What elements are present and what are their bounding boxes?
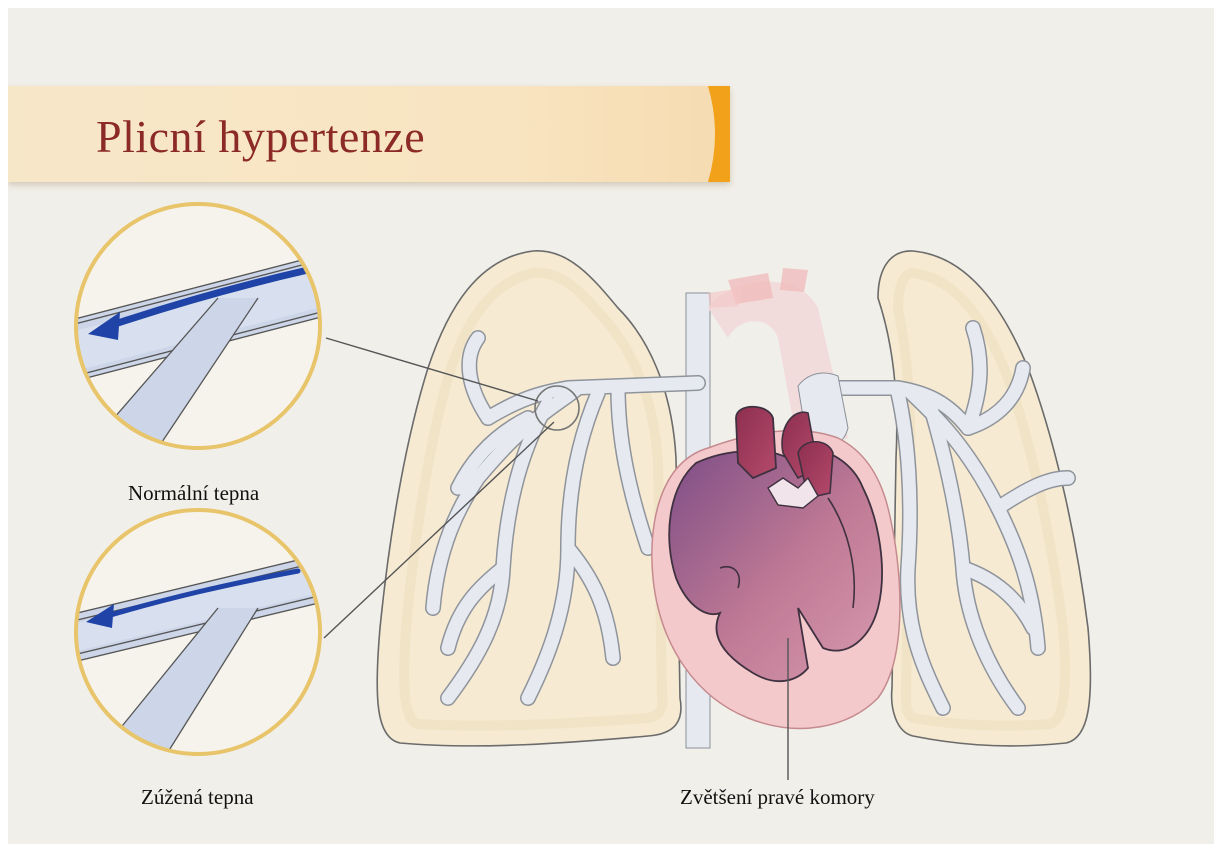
narrowed-artery-magnifier — [48, 510, 348, 768]
slide: Plicní hypertenze Normální tepna Zúžená … — [8, 8, 1214, 844]
normal-artery-label: Normální tepna — [128, 481, 259, 506]
slide-title: Plicní hypertenze — [96, 110, 425, 163]
narrowed-artery-label: Zúžená tepna — [141, 785, 254, 810]
right-ventricle-label: Zvětšení pravé komory — [680, 785, 875, 810]
pulmonary-valve — [736, 407, 776, 478]
title-accent — [708, 86, 730, 182]
normal-artery-magnifier — [48, 204, 348, 448]
